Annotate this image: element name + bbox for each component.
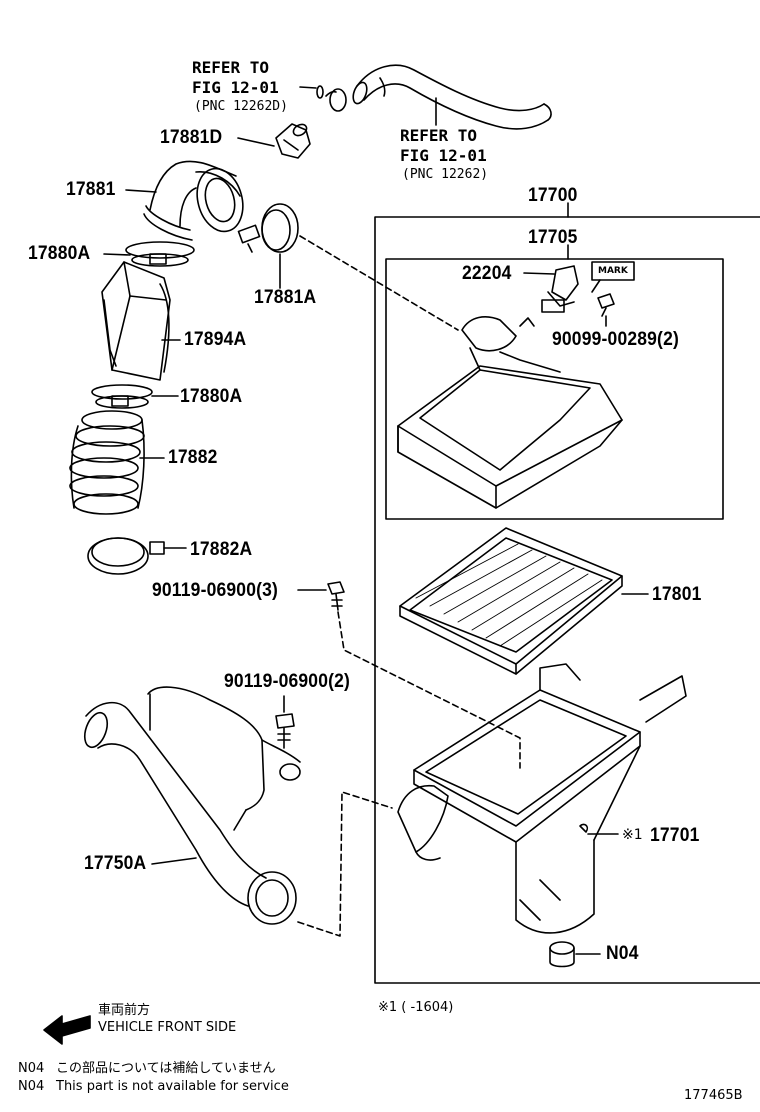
part-17701-shape <box>397 663 687 934</box>
footnote-1-text: この部品については補給していません <box>56 1061 276 1076</box>
part-17750A-shape <box>83 686 301 925</box>
label-17750A: 17750A <box>84 853 147 874</box>
part-17801-shape <box>399 527 623 675</box>
refer-lower-pnc: (PNC 12262) <box>402 167 489 182</box>
part-17881A-shape <box>237 203 299 253</box>
part-17705-shape <box>397 316 623 509</box>
label-90119-2: 90119-06900(2) <box>224 671 351 692</box>
label-17894A: 17894A <box>184 329 247 350</box>
refer-lower-line2: FIG 12-01 <box>400 146 487 165</box>
part-17880A-mid-shape <box>91 384 153 409</box>
bolt-90119-3-shape <box>327 581 345 611</box>
label-17701-mark: ※1 <box>622 827 643 843</box>
vehicle-front-arrow <box>43 1015 91 1045</box>
footnote-1-code: N04 <box>18 1061 45 1076</box>
label-17881D: 17881D <box>160 127 223 148</box>
refer-upper-line2: FIG 12-01 <box>192 78 279 97</box>
part-17881-shape <box>143 160 244 241</box>
label-17882: 17882 <box>168 447 218 468</box>
label-90119-3: 90119-06900(3) <box>152 580 279 601</box>
label-17881A: 17881A <box>254 287 317 308</box>
direction-jp: 車両前方 <box>98 1003 151 1018</box>
part-22204-shape <box>541 265 579 313</box>
label-17881: 17881 <box>66 179 116 200</box>
refer-upper-pnc: (PNC 12262D) <box>194 99 288 114</box>
footnote-2-text: This part is not available for service <box>56 1079 289 1094</box>
upper-hose <box>352 64 552 130</box>
label-22204: 22204 <box>462 263 512 284</box>
footnote-2-code: N04 <box>18 1079 45 1094</box>
label-17880A-top: 17880A <box>28 243 91 264</box>
part-17894A-shape <box>101 261 171 381</box>
mark-tag-box <box>591 261 635 281</box>
part-17880A-top-shape <box>125 241 195 267</box>
direction-en: VEHICLE FRONT SIDE <box>98 1020 237 1035</box>
label-17700: 17700 <box>528 185 578 206</box>
hose-clip <box>316 85 347 112</box>
part-17881D-shape <box>275 123 311 159</box>
label-17882A: 17882A <box>190 539 253 560</box>
label-N04: N04 <box>606 943 639 964</box>
assembly-17705-frame <box>385 258 724 520</box>
part-N04-shape <box>549 941 575 968</box>
screw-90099-shape <box>597 293 615 317</box>
label-17801: 17801 <box>652 584 702 605</box>
label-17701: 17701 <box>650 825 700 846</box>
assembly-17700-frame <box>374 216 760 984</box>
bolt-90119-2-shape <box>275 713 295 749</box>
note-range: ※1 ( -1604) <box>378 1000 454 1015</box>
refer-lower-line1: REFER TO <box>400 126 478 145</box>
label-90099: 90099-00289(2) <box>552 329 679 350</box>
part-17882A-shape <box>87 537 165 575</box>
label-17880A-mid: 17880A <box>180 386 243 407</box>
part-17882-shape <box>69 410 145 515</box>
refer-upper-line1: REFER TO <box>192 58 270 77</box>
mark-tag: MARK <box>598 266 628 276</box>
label-17705: 17705 <box>528 227 578 248</box>
figure-id: 177465B <box>684 1088 743 1103</box>
